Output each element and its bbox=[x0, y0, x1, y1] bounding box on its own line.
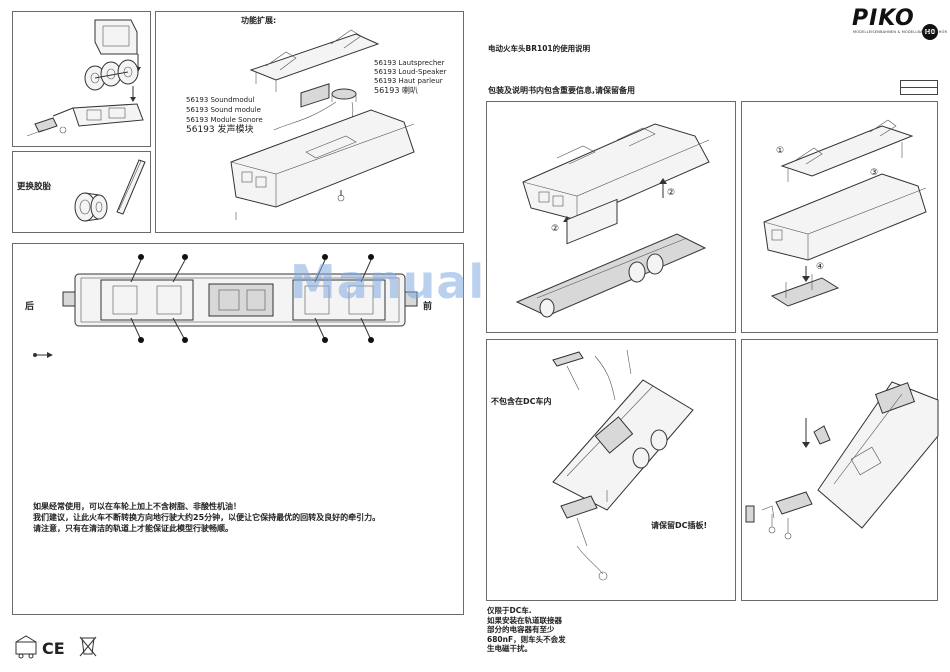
oil-point-marker-8 bbox=[368, 337, 374, 343]
rear-label: 后 bbox=[25, 302, 35, 312]
panel-sound-extension: 功能扩展: 56193 Lautsprecher 56193 Loud-Spea… bbox=[155, 11, 464, 233]
bogie-exploded-drawing bbox=[26, 19, 144, 137]
footer-note-line-1: 仅限于DC车. bbox=[487, 606, 532, 615]
speaker-label-zh: 56193 喇叭 bbox=[374, 86, 418, 95]
panel-lubrication: 后 前 如果经常使用 bbox=[12, 243, 464, 615]
step-marker-4: ④ bbox=[816, 262, 825, 272]
sound-extension-drawing bbox=[230, 29, 415, 220]
weee-bin-icon bbox=[79, 636, 97, 657]
tyre-change-drawing bbox=[74, 159, 146, 222]
module-label-en: 56193 Sound module bbox=[186, 106, 261, 114]
scale-badge: H0 bbox=[922, 24, 938, 40]
brand-subtitle: MODELLEISENBAHNEN & MODELLBAHNZUBEHÖR bbox=[853, 30, 948, 34]
interior-coupler-drawing bbox=[745, 381, 939, 540]
lubrication-notes: 如果经常使用，可以在车轮上加上不含树脂、非酸性机油！ 我们建议，让此火车不断转换… bbox=[33, 501, 380, 534]
oil-point-marker-1 bbox=[138, 254, 144, 260]
dc-not-included-note: 不包含在DC车内 bbox=[491, 397, 552, 406]
front-label: 前 bbox=[423, 302, 433, 312]
sound-extension-title: 功能扩展: bbox=[241, 16, 277, 25]
oil-point-marker-2 bbox=[182, 254, 188, 260]
oil-point-marker-7 bbox=[322, 337, 328, 343]
manual-title: 电动火车头BR101的使用说明 bbox=[488, 44, 591, 53]
packaging-symbol-icon bbox=[15, 635, 37, 659]
speaker-label-fr: 56193 Haut parleur bbox=[374, 77, 443, 85]
brand-logo: PIKO bbox=[852, 6, 915, 31]
oil-point-marker-6 bbox=[182, 337, 188, 343]
panel-body-removal: ② ② bbox=[486, 101, 736, 333]
compliance-symbols: CE bbox=[15, 635, 97, 659]
step-marker-2b: ② bbox=[551, 224, 560, 234]
lube-note-3: 请注意，只有在清洁的轨道上才能保证此模型行驶畅顺。 bbox=[33, 524, 233, 533]
module-label-zh: 56193 发声模块 bbox=[186, 125, 254, 135]
lube-note-1: 如果经常使用，可以在车轮上加上不含树脂、非酸性机油！ bbox=[33, 502, 241, 511]
dc-footer-note: 仅限于DC车. 如果安装在轨道联接器 部分的电容器有至少 680nF，则车头不会… bbox=[487, 606, 566, 654]
speaker-label-en: 56193 Loud-Speaker bbox=[374, 68, 447, 76]
step-marker-2a: ② bbox=[667, 188, 676, 198]
module-label-fr: 56193 Module Sonore bbox=[186, 116, 263, 124]
header-info-box bbox=[900, 80, 938, 95]
header-info-row-1 bbox=[901, 81, 937, 88]
footer-note-line-3: 部分的电容器有至少 bbox=[487, 625, 555, 634]
footer-note-line-2: 如果安装在轨道联接器 bbox=[487, 615, 562, 625]
panel-tyre-change: 更换胶胎 bbox=[12, 151, 151, 233]
step-marker-3: ③ bbox=[870, 168, 879, 178]
body-removal-drawing bbox=[515, 123, 710, 318]
panel-bogie-exploded bbox=[12, 11, 151, 147]
lube-note-2: 我们建议，让此火车不断转换方向地行驶大约25分钟，以便让它保持最优的回转及良好的… bbox=[33, 513, 381, 522]
tyre-change-label: 更换胶胎 bbox=[17, 182, 52, 192]
chassis-top-view-drawing bbox=[33, 259, 418, 358]
speaker-label-block: 56193 Lautsprecher 56193 Loud-Speaker 56… bbox=[374, 59, 446, 96]
ce-mark-icon: CE bbox=[42, 639, 65, 658]
panel-pantograph-removal: ① ③ ④ bbox=[741, 101, 938, 333]
keep-info-note: 包装及说明书内包含重要信息,请保留备用 bbox=[488, 86, 636, 95]
dc-keep-plate-note: 请保留DC插板! bbox=[651, 521, 708, 530]
panel-dc-plug: 不包含在DC车内 请保留DC插板! bbox=[486, 339, 736, 601]
pantograph-removal-drawing bbox=[763, 119, 927, 307]
oil-point-marker-3 bbox=[322, 254, 328, 260]
module-label-de: 56193 Soundmodul bbox=[186, 96, 255, 104]
panel-interior-coupler bbox=[741, 339, 939, 601]
svg-text:CE: CE bbox=[42, 639, 65, 658]
footer-note-line-5: 生电磁干扰。 bbox=[487, 644, 532, 653]
footer-note-line-4: 680nF，则车头不会发 bbox=[487, 634, 566, 644]
oil-point-marker-4 bbox=[368, 254, 374, 260]
oil-point-marker-5 bbox=[138, 337, 144, 343]
speaker-label-de: 56193 Lautsprecher bbox=[374, 59, 445, 67]
dc-plug-drawing bbox=[552, 349, 694, 581]
header-info-row-2 bbox=[901, 88, 937, 94]
module-label-block: 56193 Soundmodul 56193 Sound module 5619… bbox=[186, 95, 263, 136]
step-marker-1: ① bbox=[776, 146, 785, 156]
